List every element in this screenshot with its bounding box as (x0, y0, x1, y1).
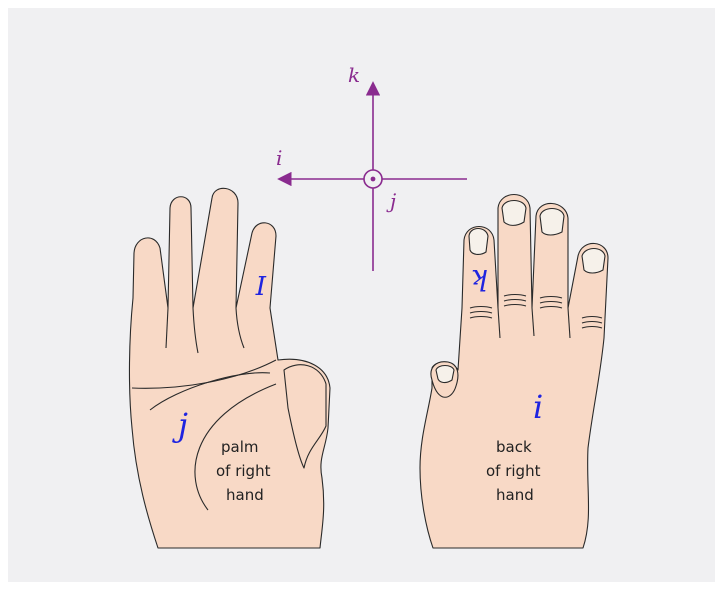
out-of-page-dot (371, 177, 376, 182)
axis-k-label: k (348, 63, 360, 87)
palm-caption-line1: palm (221, 438, 259, 456)
palm-caption-line3: hand (226, 486, 264, 504)
axis-i-label: i (276, 146, 282, 170)
back-thumb-nail (436, 366, 454, 383)
axis-cross: k i j (276, 63, 467, 271)
palm-finger-label: I (255, 269, 267, 299)
diagram-canvas: k i j I j palm of right hand (8, 8, 715, 582)
back-nail-1 (469, 229, 488, 255)
back-caption-line1: back (496, 438, 532, 456)
palm-caption-line2: of right (216, 462, 271, 480)
back-nail-3 (540, 209, 564, 236)
back-i-label: i (533, 388, 543, 426)
back-caption-line3: hand (496, 486, 534, 504)
back-finger-label: k (471, 263, 488, 296)
back-of-right-hand: k i back of right hand (420, 195, 608, 549)
palm-of-right-hand: I j palm of right hand (129, 188, 330, 548)
back-caption-line2: of right (486, 462, 541, 480)
back-nail-4 (582, 249, 605, 274)
axis-j-label: j (386, 189, 396, 213)
quaternion-hands-diagram: k i j I j palm of right hand (8, 8, 715, 582)
back-nail-2 (502, 201, 526, 226)
